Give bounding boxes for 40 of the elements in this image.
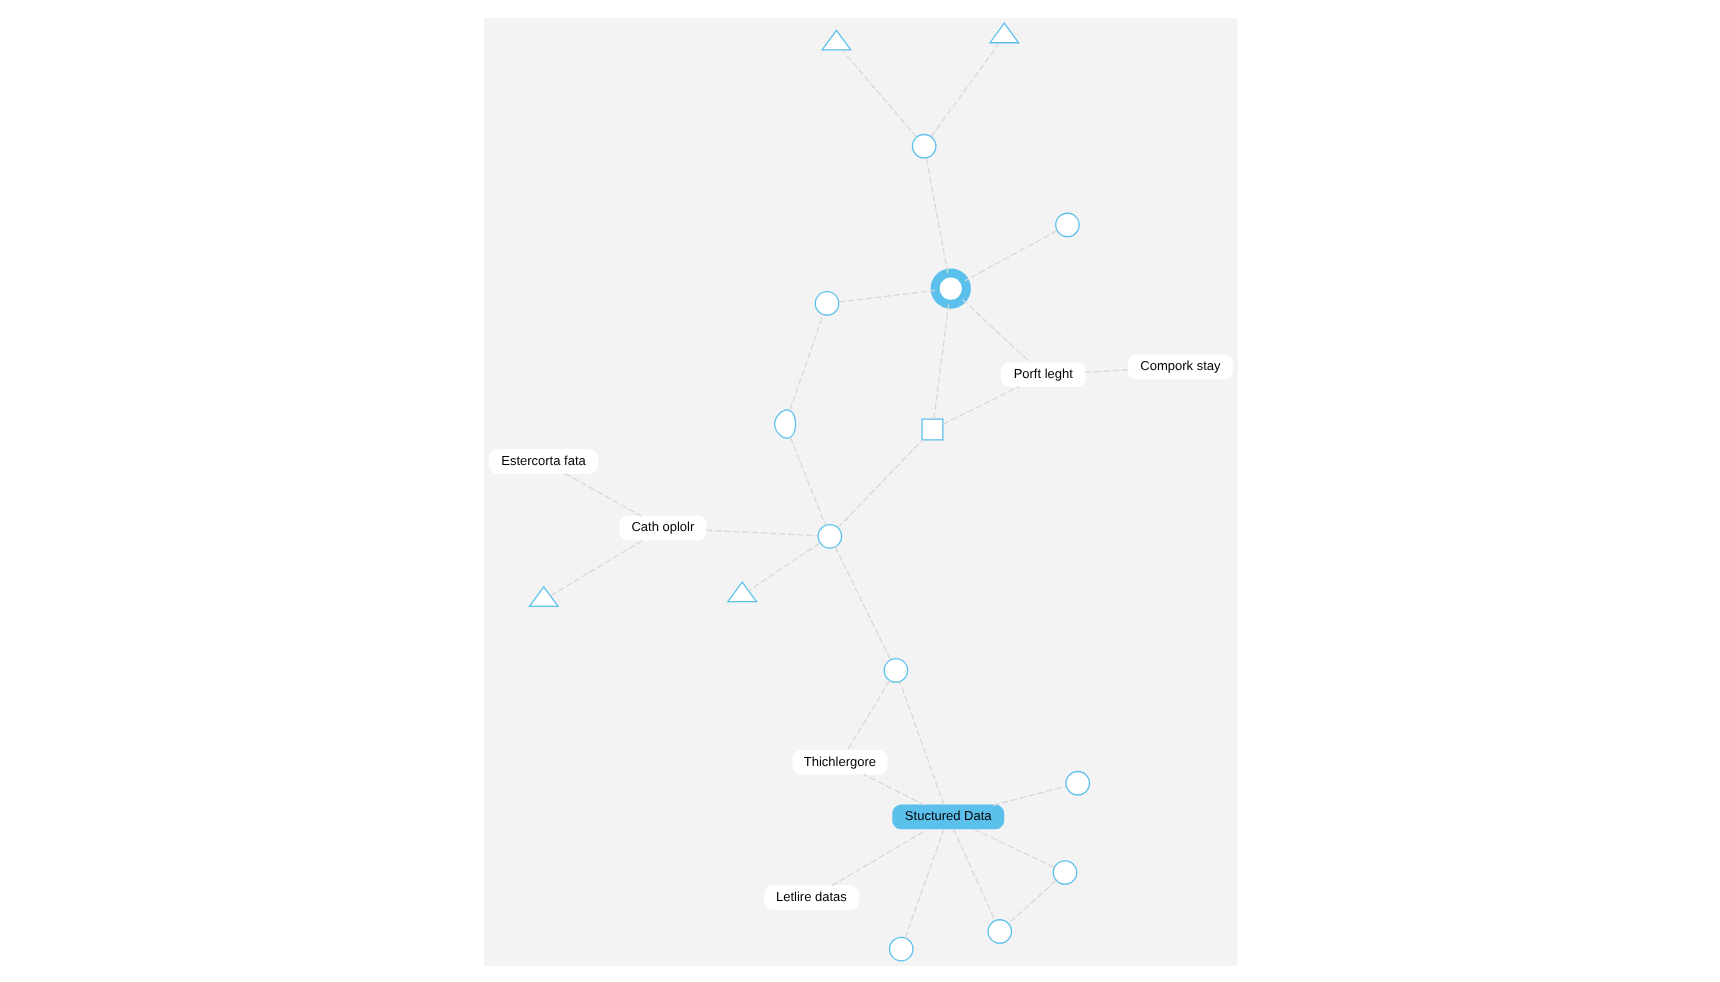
connector: [963, 228, 1057, 281]
connector: [898, 680, 944, 805]
node-circle: [816, 522, 842, 548]
connector: [960, 297, 1030, 363]
connector: [840, 48, 917, 137]
node-triangle: [987, 21, 1019, 43]
connector: [836, 438, 923, 528]
connector: [991, 784, 1066, 805]
connector: [1007, 879, 1056, 923]
connector: [788, 435, 826, 525]
connector: [903, 827, 944, 938]
connector: [563, 471, 642, 516]
connector: [788, 312, 823, 410]
node-circle: [813, 290, 839, 315]
connector: [929, 41, 999, 137]
connector: [924, 156, 948, 273]
node-box: [920, 417, 943, 440]
connector: [861, 772, 925, 805]
node-circle: [1054, 211, 1079, 237]
connector: [747, 541, 820, 591]
connector: [548, 538, 643, 596]
connector: [830, 827, 928, 886]
connector: [833, 545, 891, 660]
connector: [837, 288, 935, 302]
node-triangle: [725, 580, 757, 602]
connector: [951, 827, 995, 921]
node-circle: [887, 935, 913, 961]
node-triangle: [819, 28, 852, 50]
node-circle: [1064, 769, 1090, 795]
connector: [941, 384, 1019, 424]
node-circle: [882, 657, 908, 682]
connector: [932, 302, 949, 419]
node-circle: [986, 918, 1012, 943]
node-circle: [1051, 859, 1077, 884]
node-triangle: [527, 584, 559, 606]
connector: [971, 827, 1054, 867]
node-circle: [910, 132, 936, 158]
node-circle: [929, 267, 970, 308]
connector: [845, 678, 890, 750]
node-drop: [773, 408, 796, 438]
